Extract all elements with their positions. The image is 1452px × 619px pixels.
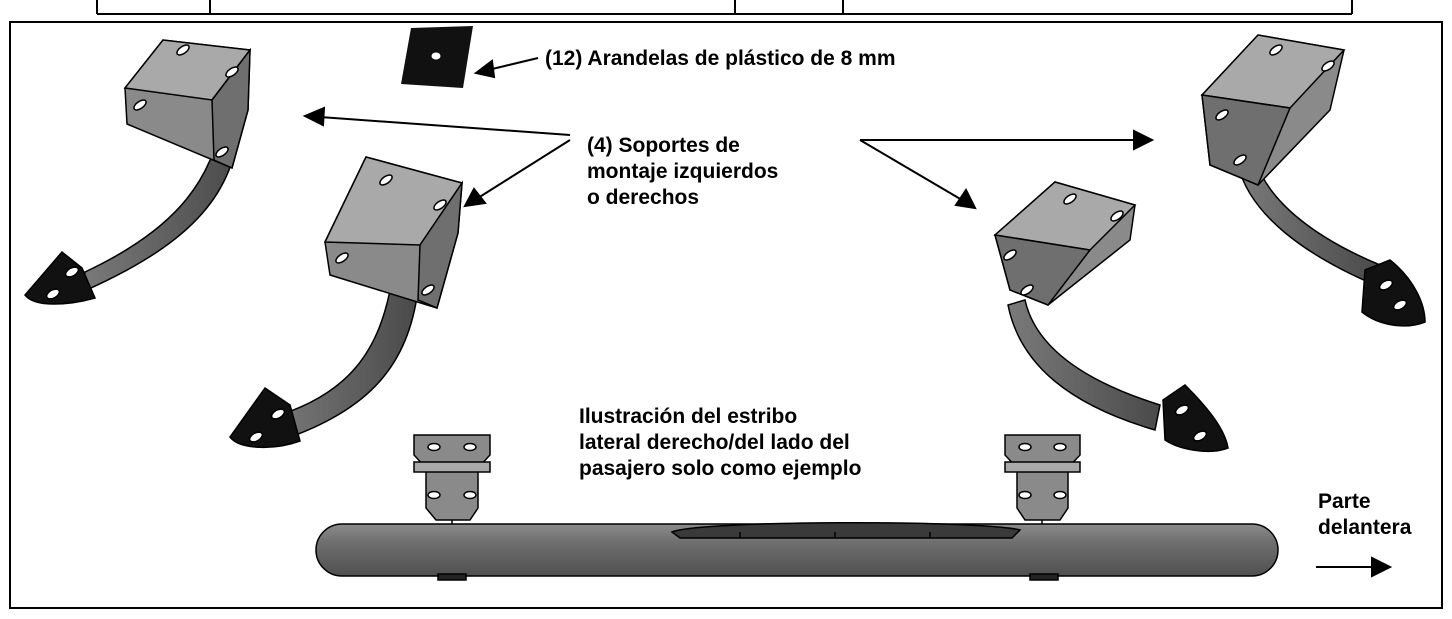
illustration-label-line-1: Ilustración del estribo [579,405,798,428]
running-board [315,434,1279,581]
bracket-arrow-2 [477,139,571,199]
mounting-bracket-1 [24,39,252,305]
washer-arrow [487,57,539,71]
front-label-line-1: Parte [1318,490,1371,513]
illustration-label-line-2: lateral derecho/del lado del [579,431,850,454]
brackets-label-line-2: montaje izquierdos [587,160,779,183]
bracket-arrow-1 [319,116,571,136]
washers-label: (12) Arandelas de plástico de 8 mm [545,47,896,70]
plastic-washer [401,26,473,88]
top-table-remnant [96,0,1353,15]
diagram-frame [9,21,1443,609]
leader-arrows [302,57,1393,578]
illustration-label: Ilustración del estribo lateral derecho/… [579,404,861,482]
front-label-line-2: delantera [1318,516,1412,539]
brackets-label: (4) Soportes de montaje izquierdos o der… [587,133,778,211]
mounting-bracket-3 [993,181,1229,453]
front-label: Parte delantera [1318,489,1411,541]
mounting-bracket-4 [1200,34,1426,327]
brackets-label-line-1: (4) Soportes de [587,134,740,157]
bracket-arrow-4 [859,139,963,201]
brackets-label-line-3: o derechos [587,186,700,209]
mounting-bracket-2 [229,156,464,449]
illustration-label-line-3: pasajero solo como ejemplo [579,457,862,480]
